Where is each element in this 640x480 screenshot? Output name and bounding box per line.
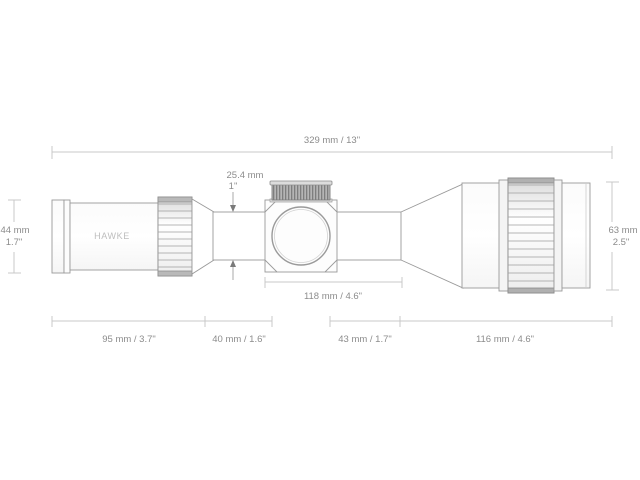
dimension-overall-length-label: 329 mm / 13" [304, 135, 360, 146]
dimension-segment-3-label: 116 mm / 4.6" [476, 334, 534, 345]
turret-saddle [264, 199, 338, 273]
brand-logo-text: HAWKE [94, 231, 130, 241]
eyepiece-body: HAWKE [69, 202, 159, 271]
objective-lens-housing [561, 182, 591, 289]
dimension-objective-diameter-label-mm: 63 mm [608, 225, 637, 236]
objective-bell [400, 182, 501, 289]
dimension-tube-diameter: 25.4 mm 1" [227, 170, 264, 280]
dimension-turret-to-objective-label: 118 mm / 4.6" [304, 291, 362, 302]
dimension-eyepiece-diameter-label-mm: 44 mm [0, 225, 29, 236]
dimension-segments-right: 43 mm / 1.7" 116 mm / 4.6" [329, 316, 613, 345]
dimension-segment-2-label: 43 mm / 1.7" [338, 334, 392, 345]
dimension-segment-1-label: 40 mm / 1.6" [212, 334, 266, 345]
dimension-overall-length: 329 mm / 13" [51, 135, 613, 159]
dimension-tube-diameter-label-in: 1" [229, 181, 238, 192]
dimension-segment-0-label: 95 mm / 3.7" [102, 334, 156, 345]
dimension-segments-left: 95 mm / 3.7" 40 mm / 1.6" [51, 316, 273, 345]
dimension-tube-diameter-label-mm: 25.4 mm [227, 170, 264, 181]
dimension-eyepiece-diameter-label-in: 1.7" [6, 237, 23, 248]
parallax-adjustment-ring [498, 177, 563, 294]
dimension-objective-diameter-label-in: 2.5" [613, 237, 630, 248]
magnification-ring [157, 196, 193, 277]
eyecup-ring [51, 199, 71, 274]
elevation-turret [269, 180, 333, 203]
dimension-eyepiece-diameter: 44 mm 1.7" [0, 199, 30, 274]
dimension-objective-diameter: 63 mm 2.5" [606, 181, 638, 291]
dimension-turret-to-objective: 118 mm / 4.6" [264, 277, 403, 302]
eyepiece-taper [191, 198, 215, 275]
windage-turret-dial [271, 206, 331, 266]
